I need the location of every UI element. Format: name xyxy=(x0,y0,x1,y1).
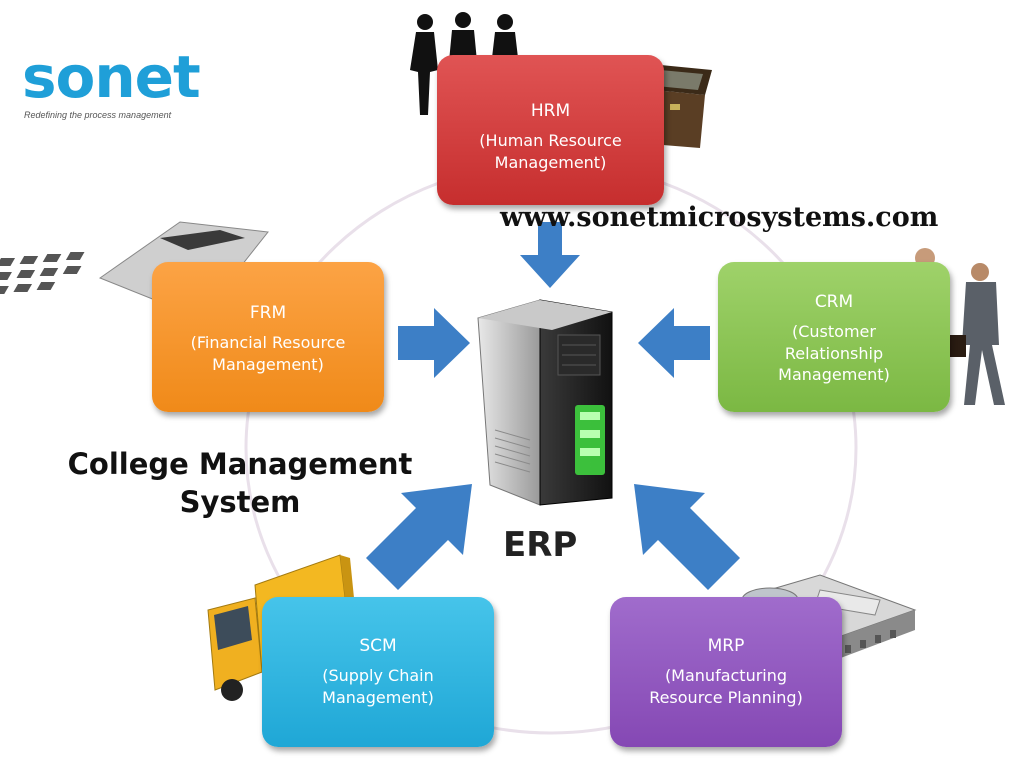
arrow-icon xyxy=(638,308,710,378)
module-abbr: HRM xyxy=(530,100,571,121)
page-title: College Management System xyxy=(67,447,413,519)
arrow-icon xyxy=(634,484,740,590)
arrow-icon xyxy=(398,308,470,378)
module-hrm: HRM (Human Resource Management) xyxy=(437,55,664,205)
module-abbr: CRM xyxy=(814,291,854,312)
website-url: www.sonetmicrosystems.com xyxy=(500,202,939,233)
module-abbr: FRM xyxy=(249,302,287,323)
server-icon xyxy=(477,299,613,506)
module-scm: SCM (Supply Chain Management) xyxy=(262,597,494,747)
logo-tagline: Redefining the process management xyxy=(24,110,172,120)
module-full-name: (Human Resource Management) xyxy=(479,131,622,172)
arrow-icon xyxy=(520,222,580,288)
module-full-name: (Manufacturing Resource Planning) xyxy=(649,666,803,707)
module-abbr: SCM xyxy=(359,635,397,656)
module-mrp: MRP (Manufacturing Resource Planning) xyxy=(610,597,842,747)
arrow-icon xyxy=(366,484,472,590)
module-full-name: (Financial Resource Management) xyxy=(190,333,346,374)
module-full-name: (Customer Relationship Management) xyxy=(778,322,890,385)
erp-label: ERP xyxy=(503,525,578,565)
module-abbr: MRP xyxy=(707,635,745,656)
module-frm: FRM (Financial Resource Management) xyxy=(152,262,384,412)
module-full-name: (Supply Chain Management) xyxy=(322,666,434,707)
logo-wordmark: sonet xyxy=(22,43,201,111)
module-crm: CRM (Customer Relationship Management) xyxy=(718,262,950,412)
